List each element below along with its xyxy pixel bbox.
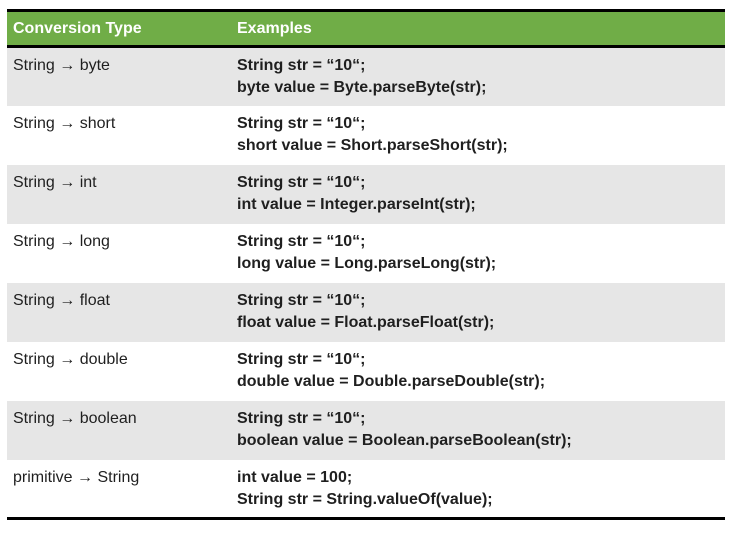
conversion-type-label: String → int (13, 173, 97, 191)
conversion-type-label: String → short (13, 114, 116, 132)
conversion-type-label: String → byte (13, 57, 110, 74)
example-line: String str = “10“; (237, 409, 366, 427)
table-row: primitive → String int value = 100; Stri… (7, 459, 725, 519)
conversion-type-label: primitive → String (13, 468, 140, 486)
example-line: String str = “10“; (237, 114, 366, 132)
example-line: String str = “10“; (237, 291, 366, 309)
conversion-type-cell: String → double (7, 342, 231, 401)
conversion-type-label: String → float (13, 291, 110, 309)
example-line: String str = “10“; (237, 350, 366, 368)
conversion-type-label: String → double (13, 350, 128, 368)
example-cell: int value = 100; String str = String.val… (231, 460, 725, 519)
conversion-type-label: String → long (13, 232, 110, 250)
example-line: String str = String.valueOf(value); (237, 490, 493, 508)
table-row: String → float String str = “10“; float … (7, 282, 725, 342)
header-row: Conversion Type Examples (7, 10, 725, 48)
example-line: short value = Short.parseShort(str); (237, 136, 508, 154)
example-cell: String str = “10“; short value = Short.p… (231, 106, 725, 165)
example-line: int value = Integer.parseInt(str); (237, 195, 476, 213)
table-row: String → short String str = “10“; short … (7, 105, 725, 165)
example-line: String str = “10“; (237, 232, 366, 250)
conversion-type-cell: String → int (7, 165, 231, 224)
conversion-type-cell: String → long (7, 224, 231, 283)
table-row: String → byte String str = “10“; byte va… (7, 46, 725, 106)
conversion-type-cell: primitive → String (7, 460, 231, 519)
header-cell-examples: Examples (231, 10, 725, 48)
conversion-type-cell: String → byte (7, 47, 231, 106)
example-cell: String str = “10“; boolean value = Boole… (231, 401, 725, 460)
table-row: String → boolean String str = “10“; bool… (7, 400, 725, 460)
example-line: byte value = Byte.parseByte(str); (237, 79, 487, 96)
table-row: String → int String str = “10“; int valu… (7, 164, 725, 224)
table-row: String → long String str = “10“; long va… (7, 223, 725, 283)
conversion-type-cell: String → short (7, 106, 231, 165)
example-line: String str = “10“; (237, 173, 366, 191)
example-line: long value = Long.parseLong(str); (237, 254, 497, 272)
header-cell-conversion-type: Conversion Type (7, 10, 231, 48)
example-cell: String str = “10“; int value = Integer.p… (231, 165, 725, 224)
example-line: String str = “10“; (237, 57, 366, 74)
conversion-type-cell: String → float (7, 283, 231, 342)
example-cell: String str = “10“; long value = Long.par… (231, 224, 725, 283)
conversion-table: Conversion Type Examples String → byte S… (7, 9, 725, 520)
example-line: double value = Double.parseDouble(str); (237, 372, 546, 390)
table-row: String → double String str = “10“; doubl… (7, 341, 725, 401)
example-line: int value = 100; (237, 468, 353, 486)
example-line: float value = Float.parseFloat(str); (237, 313, 495, 331)
example-cell: String str = “10“; float value = Float.p… (231, 283, 725, 342)
example-line: boolean value = Boolean.parseBoolean(str… (237, 431, 572, 449)
conversion-type-cell: String → boolean (7, 401, 231, 460)
example-cell: String str = “10“; double value = Double… (231, 342, 725, 401)
conversion-type-label: String → boolean (13, 409, 137, 427)
example-cell: String str = “10“; byte value = Byte.par… (231, 47, 725, 106)
